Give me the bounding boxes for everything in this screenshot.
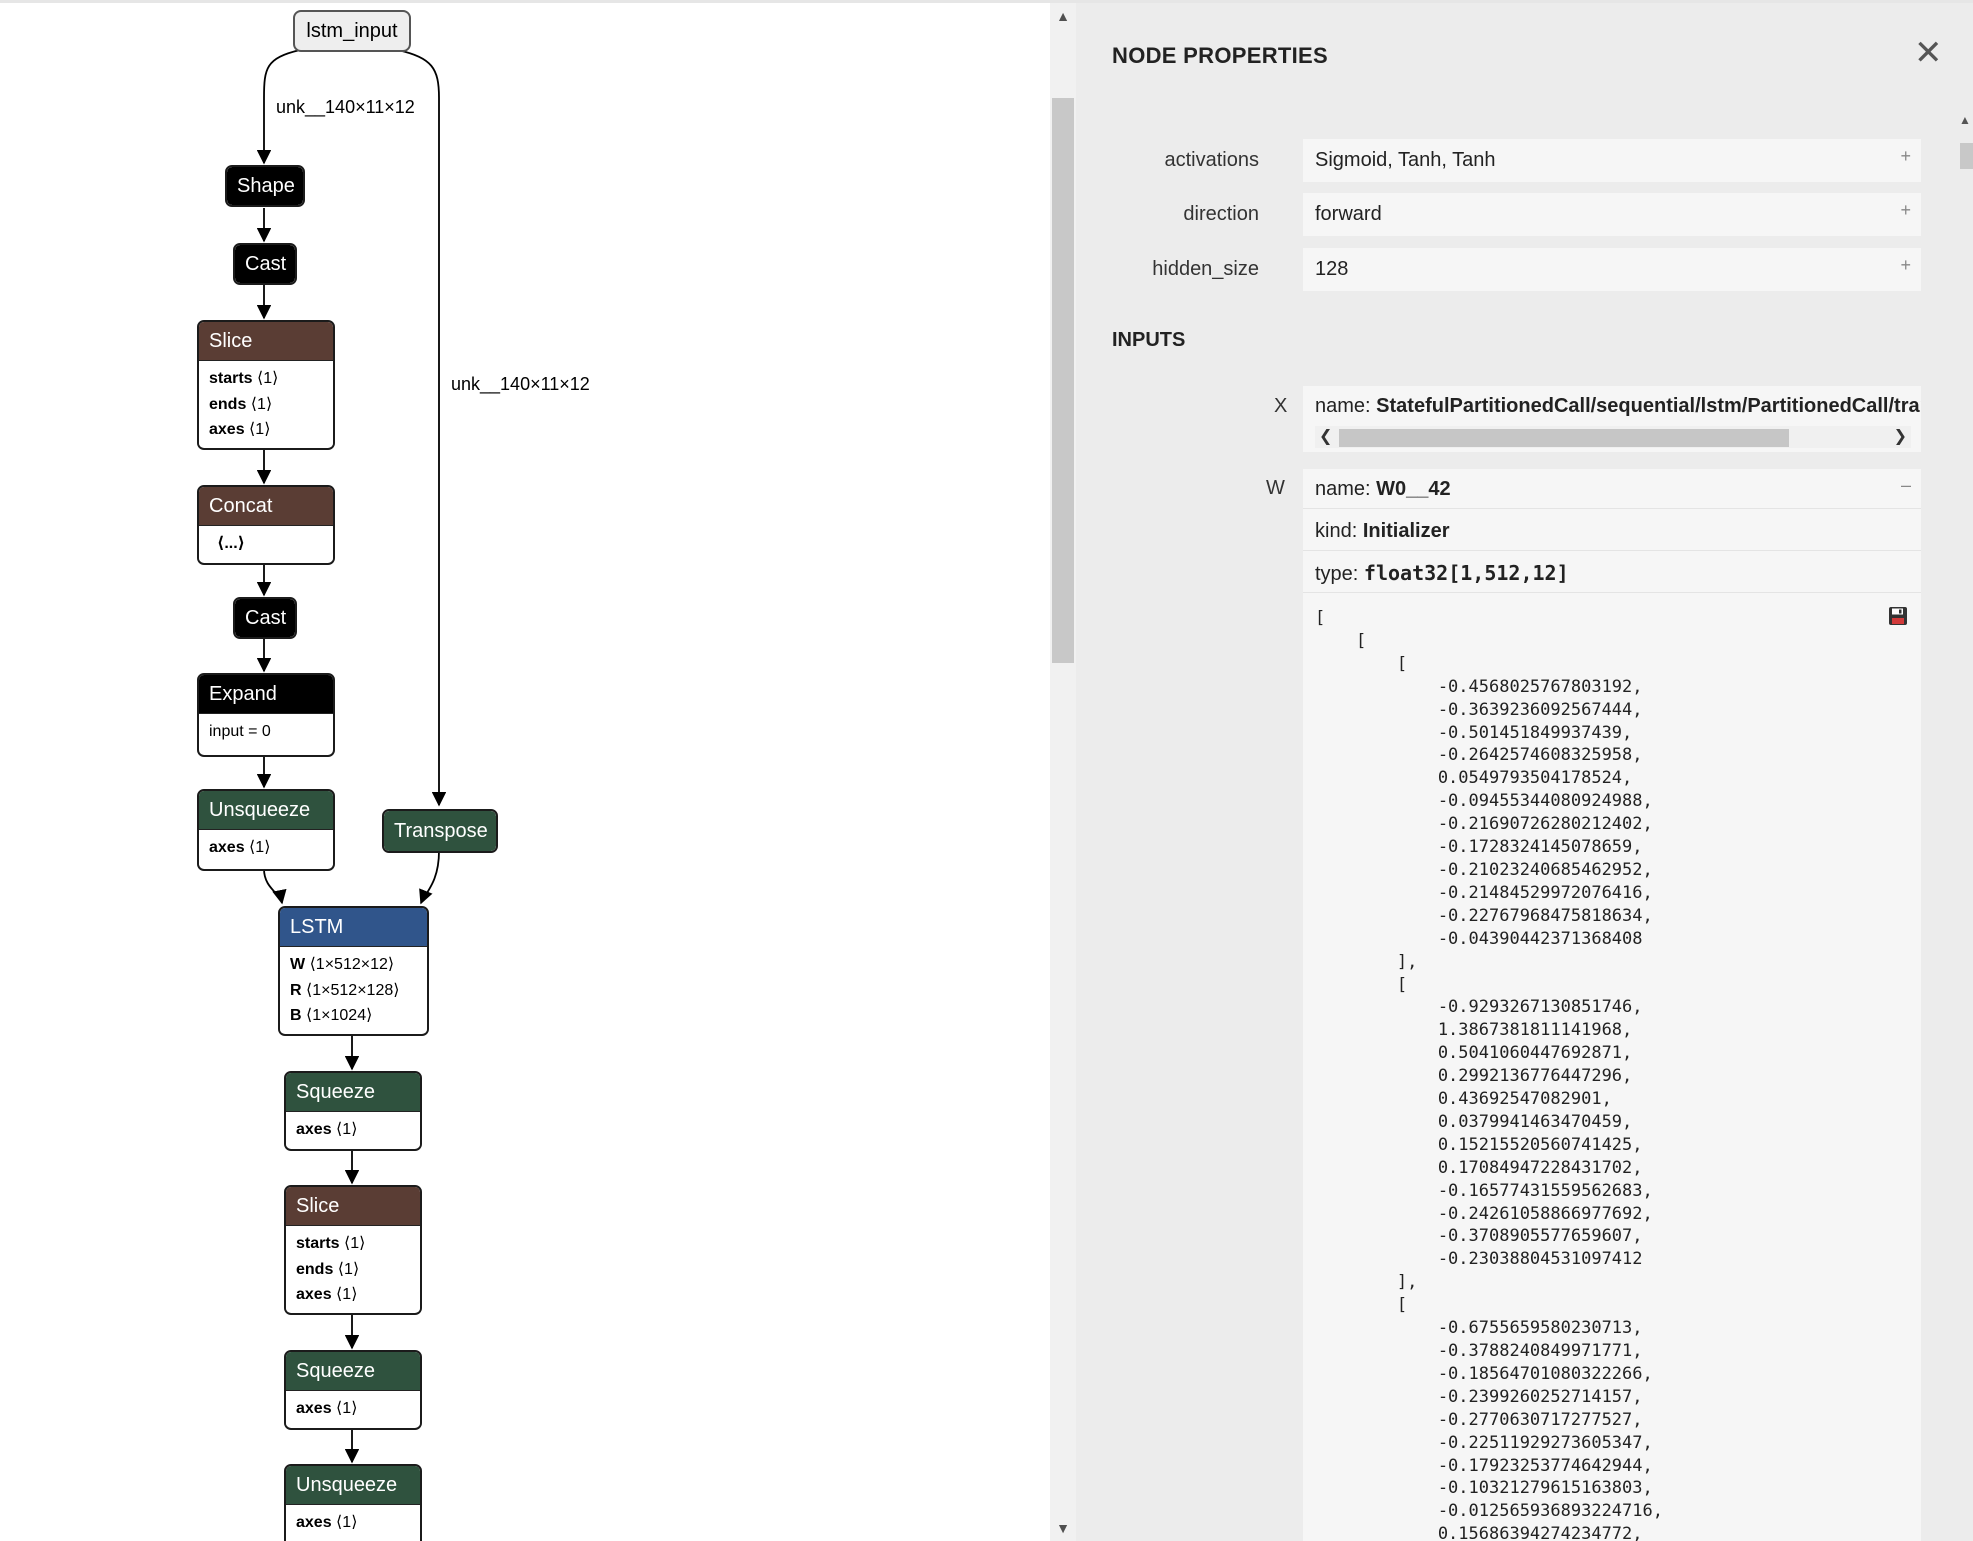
node-concat[interactable]: Concat ⟨...⟩ xyxy=(197,485,335,565)
node-attributes: starts ⟨1⟩ ends ⟨1⟩ axes ⟨1⟩ xyxy=(286,1225,420,1312)
attribute-row-hidden-size: hidden_size 128 + xyxy=(1076,248,1921,291)
input-node-lstm-input[interactable]: lstm_input xyxy=(293,10,411,52)
attribute-name: hidden_size xyxy=(1152,258,1259,280)
expand-icon[interactable]: + xyxy=(1900,255,1911,275)
node-title: Cast xyxy=(235,245,295,283)
node-title: Slice xyxy=(199,322,333,360)
node-title: Unsqueeze xyxy=(199,791,333,829)
node-title: Unsqueeze xyxy=(286,1466,420,1504)
scrollbar-thumb[interactable] xyxy=(1052,98,1074,663)
tensor-values: [ [ [ -0.4568025767803192, -0.3639236092… xyxy=(1315,608,1663,1541)
attribute-name: direction xyxy=(1183,203,1259,225)
node-cast-2[interactable]: Cast xyxy=(233,597,297,639)
node-title: Slice xyxy=(286,1187,420,1225)
node-title: Transpose xyxy=(384,811,496,851)
node-squeeze-1[interactable]: Squeeze axes ⟨1⟩ xyxy=(284,1071,422,1151)
close-icon[interactable]: ✕ xyxy=(1914,34,1943,72)
node-attributes: axes ⟨1⟩ xyxy=(286,1504,420,1540)
input-w-type: type: float32[1,512,12] xyxy=(1303,553,1921,593)
attribute-value: forward + xyxy=(1303,193,1921,236)
node-squeeze-2[interactable]: Squeeze axes ⟨1⟩ xyxy=(284,1350,422,1430)
expand-icon[interactable]: + xyxy=(1900,146,1911,166)
attr-ends: ends ⟨1⟩ xyxy=(296,1260,360,1278)
attr-axes: axes ⟨1⟩ xyxy=(296,1286,358,1303)
attribute-row-direction: direction forward + xyxy=(1076,193,1921,236)
attr-w: W ⟨1×512×12⟩ xyxy=(290,956,395,973)
attr-axes: axes ⟨1⟩ xyxy=(296,1400,358,1417)
attr-r: R ⟨1×512×128⟩ xyxy=(290,981,400,999)
input-label-w: W xyxy=(1266,477,1285,499)
scrollbar-thumb[interactable] xyxy=(1339,429,1789,447)
node-title: Squeeze xyxy=(286,1073,420,1111)
attribute-name: activations xyxy=(1164,149,1260,171)
scroll-up-icon[interactable]: ▲ xyxy=(1056,8,1070,24)
scroll-left-icon[interactable]: ❮ xyxy=(1319,428,1333,445)
input-x-name: name: StatefulPartitionedCall/sequential… xyxy=(1315,395,1921,417)
node-slice-1[interactable]: Slice starts ⟨1⟩ ends ⟨1⟩ axes ⟨1⟩ xyxy=(197,320,335,450)
node-attributes: input = 0 xyxy=(199,713,333,749)
attr-axes: axes ⟨1⟩ xyxy=(296,1121,358,1138)
edge-label-transpose-input: unk__140×11×12 xyxy=(451,374,590,394)
node-attributes: starts ⟨1⟩ ends ⟨1⟩ axes ⟨1⟩ xyxy=(199,360,333,447)
attr-b: B ⟨1×1024⟩ xyxy=(290,1007,373,1024)
sidebar-vertical-scrollbar[interactable]: ▲ xyxy=(1957,3,1973,1541)
node-title: Squeeze xyxy=(286,1352,420,1390)
node-unsqueeze-1[interactable]: Unsqueeze axes ⟨1⟩ xyxy=(197,789,335,871)
node-attributes: axes ⟨1⟩ xyxy=(199,829,333,865)
sidebar-title: NODE PROPERTIES xyxy=(1112,43,1328,68)
node-cast-1[interactable]: Cast xyxy=(233,243,297,285)
attr-axes: axes ⟨1⟩ xyxy=(209,839,271,856)
node-attributes: W ⟨1×512×12⟩ R ⟨1×512×128⟩ B ⟨1×1024⟩ xyxy=(280,946,427,1033)
attr-ends: ends ⟨1⟩ xyxy=(209,395,273,413)
inputs-section-title: INPUTS xyxy=(1112,329,1186,351)
save-icon[interactable] xyxy=(1888,606,1908,626)
graph-canvas[interactable]: lstm_input unk__140×11×12 unk__140×11×12… xyxy=(0,3,1050,1541)
attr-starts: starts ⟨1⟩ xyxy=(209,370,279,387)
scroll-right-icon[interactable]: ❯ xyxy=(1893,428,1907,445)
input-w-kind: kind: Initializer xyxy=(1303,511,1921,551)
node-expand[interactable]: Expand input = 0 xyxy=(197,673,335,757)
input-label-x: X xyxy=(1274,395,1288,417)
node-title: Concat xyxy=(199,487,333,525)
scroll-down-icon[interactable]: ▼ xyxy=(1056,1520,1070,1536)
collapse-icon[interactable]: – xyxy=(1900,475,1911,495)
attr-axes: axes ⟨1⟩ xyxy=(296,1514,358,1531)
node-attributes: axes ⟨1⟩ xyxy=(286,1390,420,1426)
node-title: Shape xyxy=(227,167,303,205)
node-title: LSTM xyxy=(280,908,427,946)
attribute-value: 128 + xyxy=(1303,248,1921,291)
scrollbar-thumb[interactable] xyxy=(1960,143,1973,169)
attr-axes: axes ⟨1⟩ xyxy=(209,421,271,438)
input-w-name: name: W0__42 – xyxy=(1303,469,1921,509)
input-x-horizontal-scrollbar[interactable]: ❮ ❯ xyxy=(1315,426,1911,448)
input-w-box: name: W0__42 – kind: Initializer type: f… xyxy=(1303,469,1921,1541)
node-title: Expand xyxy=(199,675,333,713)
node-unsqueeze-2[interactable]: Unsqueeze axes ⟨1⟩ xyxy=(284,1464,422,1541)
node-shape[interactable]: Shape xyxy=(225,165,305,207)
attr-starts: starts ⟨1⟩ xyxy=(296,1235,366,1252)
node-slice-2[interactable]: Slice starts ⟨1⟩ ends ⟨1⟩ axes ⟨1⟩ xyxy=(284,1185,422,1315)
input-x-box[interactable]: name: StatefulPartitionedCall/sequential… xyxy=(1303,386,1921,452)
node-attributes: ⟨...⟩ xyxy=(199,525,333,561)
attribute-row-activations: activations Sigmoid, Tanh, Tanh + xyxy=(1076,139,1921,182)
node-title: Cast xyxy=(235,599,295,637)
top-border xyxy=(0,0,1973,3)
graph-edges xyxy=(256,49,447,1464)
node-lstm[interactable]: LSTM W ⟨1×512×12⟩ R ⟨1×512×128⟩ B ⟨1×102… xyxy=(278,906,429,1036)
node-properties-sidebar: NODE PROPERTIES ✕ activations Sigmoid, T… xyxy=(1076,3,1973,1541)
node-transpose[interactable]: Transpose xyxy=(382,809,498,853)
edge-label-shape-input: unk__140×11×12 xyxy=(276,97,415,117)
scroll-up-icon[interactable]: ▲ xyxy=(1959,113,1971,127)
expand-icon[interactable]: + xyxy=(1900,200,1911,220)
node-attributes: axes ⟨1⟩ xyxy=(286,1111,420,1147)
attribute-value: Sigmoid, Tanh, Tanh + xyxy=(1303,139,1921,182)
graph-vertical-scrollbar[interactable]: ▲ ▼ xyxy=(1050,3,1076,1541)
